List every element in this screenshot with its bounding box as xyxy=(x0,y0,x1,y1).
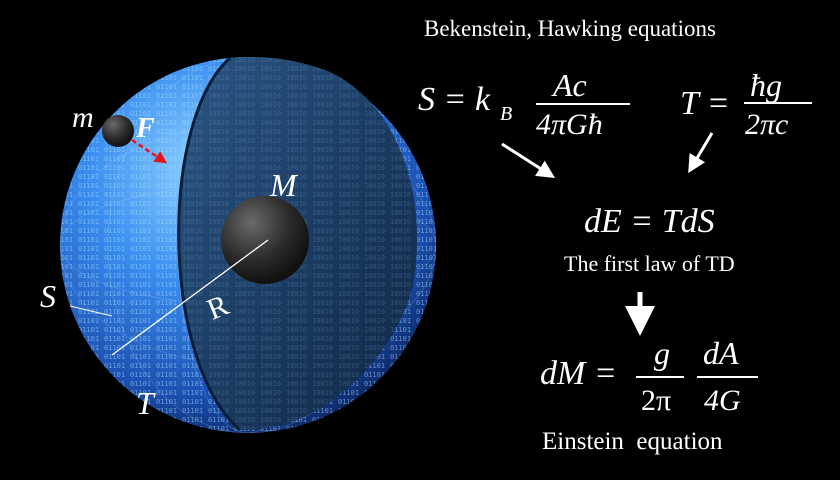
temperature-equation: T = ħg 2πc xyxy=(680,67,812,141)
svg-text:2π: 2π xyxy=(641,384,671,417)
central-mass xyxy=(221,196,309,284)
svg-text:g: g xyxy=(654,335,670,371)
first-law-caption: The first law of TD xyxy=(564,251,735,276)
svg-text:4G: 4G xyxy=(704,384,741,417)
arrow-left xyxy=(501,142,556,178)
label-F: F xyxy=(135,113,155,144)
svg-text:4πGħ: 4πGħ xyxy=(536,108,603,141)
svg-text:dA: dA xyxy=(703,335,739,371)
einstein-caption: Einstein equation xyxy=(542,428,723,455)
svg-text:ħg: ħg xyxy=(750,67,782,103)
entropy-equation: S = k B Ac 4πGħ xyxy=(418,67,630,141)
svg-text:Ac: Ac xyxy=(551,67,587,103)
label-T: T xyxy=(136,385,156,421)
label-M: M xyxy=(269,167,299,203)
label-S: S xyxy=(40,278,56,314)
label-m: m xyxy=(72,101,94,134)
test-mass xyxy=(102,115,134,147)
first-law-equation: dE = TdS xyxy=(584,203,715,240)
arrow-right xyxy=(688,132,714,174)
svg-text:B: B xyxy=(500,103,512,125)
einstein-equation: dM = g 2π dA 4G xyxy=(540,335,758,417)
svg-text:dM =: dM = xyxy=(540,355,617,392)
force-arrow xyxy=(131,138,168,164)
svg-text:T =: T = xyxy=(680,85,730,122)
radius-line xyxy=(111,239,269,356)
svg-text:S = k: S = k xyxy=(418,81,491,118)
svg-text:2πc: 2πc xyxy=(745,108,788,141)
entropy-pointer xyxy=(69,305,113,317)
title: Bekenstein, Hawking equations xyxy=(424,16,716,41)
